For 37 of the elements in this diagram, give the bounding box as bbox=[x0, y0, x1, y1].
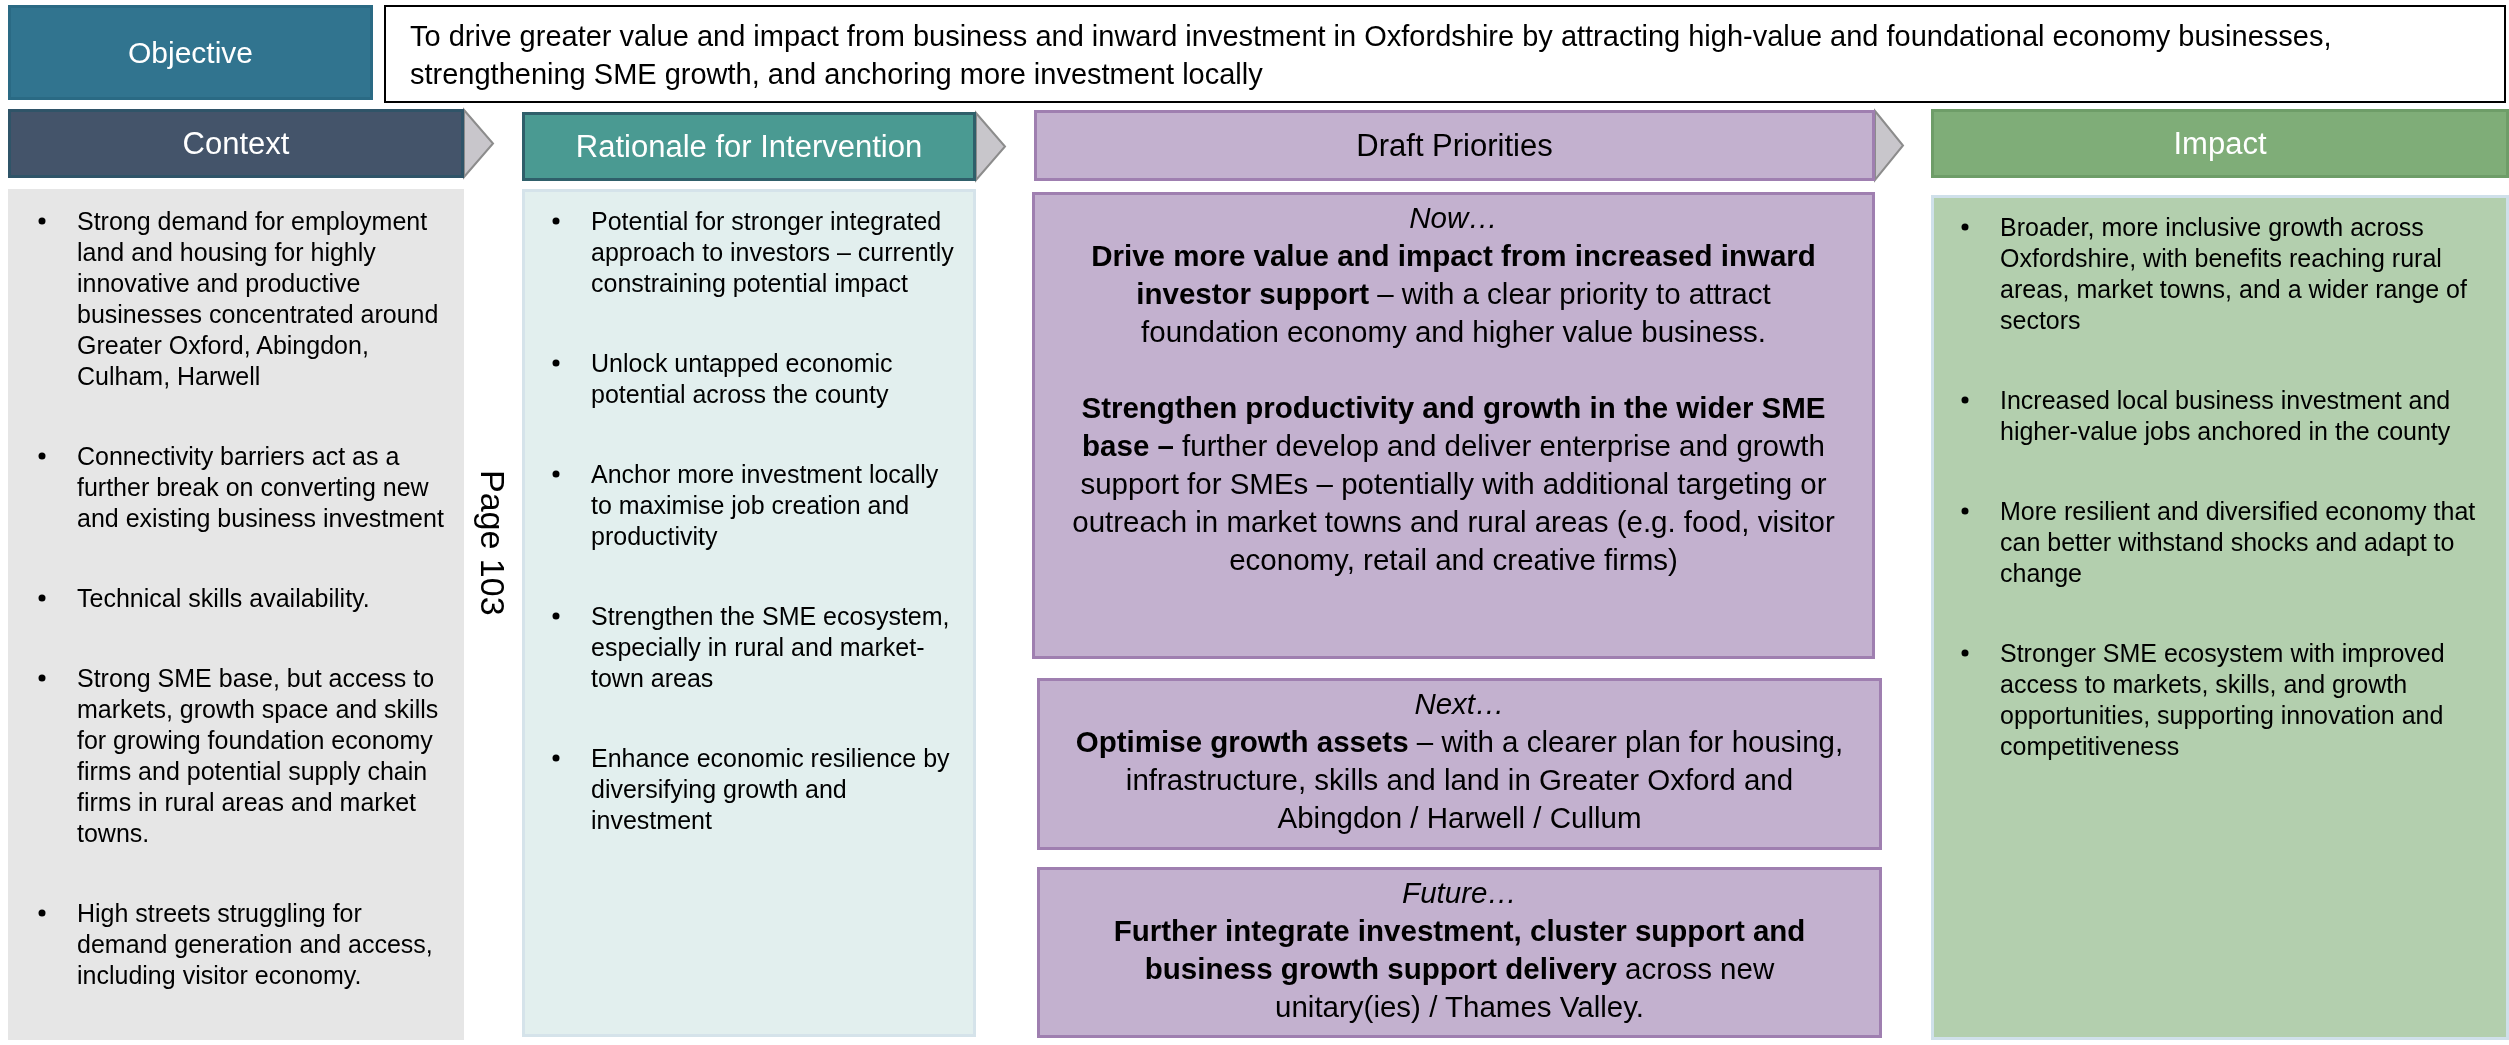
bullet-point: Technical skills availability. bbox=[77, 583, 371, 614]
bullet-point: Stronger SME ecosystem with improved access to markets, skills, and growth opportunities, supporting innovation and competitiveness bbox=[2000, 638, 2446, 762]
chevron-arrow bbox=[975, 110, 1007, 183]
phase-heading: Future… bbox=[1401, 875, 1518, 911]
bullet-point: Broader, more inclusive growth across Oxfordshire, with benefits reaching rural areas, market towns, and a wider range of sectors bbox=[2000, 212, 2468, 336]
bullet-list-panel bbox=[522, 189, 976, 1037]
bullet-point: Increased local business investment and higher-value jobs anchored in the county bbox=[2000, 385, 2452, 447]
bullet-point: High streets struggling for demand generation and access, including visitor economy. bbox=[77, 898, 434, 991]
priority-text: Optimise growth assets – with a clearer plan for housing, infrastructure, skills and land in Greater Oxford and Abingdon / Harwell / Cullum bbox=[1074, 724, 1845, 836]
priority-text: Further integrate investment, cluster support and business growth support delivery across new unitary(ies) / Thames Valley. bbox=[1112, 913, 1807, 1025]
bullet-point: Anchor more investment locally to maximise job creation and productivity bbox=[591, 459, 940, 552]
bullet-list-panel bbox=[1931, 195, 2509, 1040]
priority-text: Strengthen productivity and growth in the wider SME base – further develop and deliver enterprise and growth support for SMEs – potentially with additional targeting or outreach in market towns and rural areas (e.g. food, visitor economy, retail and creative firms) bbox=[1071, 390, 1836, 578]
bullet-point: Unlock untapped economic potential across the county bbox=[591, 348, 894, 410]
bullet-point: Connectivity barriers act as a further break on converting new and existing business investment bbox=[77, 441, 445, 534]
chevron-arrow bbox=[463, 107, 495, 180]
priority-box bbox=[1037, 678, 1882, 850]
bullet-point: Potential for stronger integrated approach to investors – currently constraining potential impact bbox=[591, 206, 955, 299]
priority-box bbox=[1032, 192, 1875, 659]
chevron-arrow bbox=[1874, 108, 1905, 183]
bullet-list-panel bbox=[8, 189, 464, 1040]
phase-heading: Now… bbox=[1408, 200, 1499, 236]
column-header: Rationale for Intervention bbox=[522, 112, 976, 181]
bullet-point: Strong demand for employment land and housing for highly innovative and productive businesses concentrated around Greater Oxford, Abingdon, Culham, Harwell bbox=[77, 206, 440, 392]
bullet-point: More resilient and diversified economy that can better withstand shocks and adapt to change bbox=[2000, 496, 2477, 589]
page-number: Page 103 bbox=[474, 470, 512, 616]
phase-heading: Next… bbox=[1413, 686, 1506, 722]
column-header: Context bbox=[8, 109, 464, 178]
column-header: Impact bbox=[1931, 109, 2509, 178]
bullet-point: Enhance economic resilience by diversifying growth and investment bbox=[591, 743, 951, 836]
column-header: Draft Priorities bbox=[1034, 110, 1875, 181]
objective-statement-box: To drive greater value and impact from business and inward investment in Oxfordshire by attracting high-value and foundational economy businesses, strengthening SME growth, and anchoring more investment locally bbox=[384, 5, 2506, 103]
objective-tag: Objective bbox=[8, 5, 373, 100]
bullet-point: Strong SME base, but access to markets, growth space and skills for growing foundation economy firms and potential supply chain firms in rural areas and market towns. bbox=[77, 663, 440, 849]
priority-text: Drive more value and impact from increased inward investor support – with a clear priority to attract foundation economy and higher value business. bbox=[1090, 238, 1817, 350]
bullet-point: Strengthen the SME ecosystem, especially in rural and market-town areas bbox=[591, 601, 951, 694]
priority-box bbox=[1037, 867, 1882, 1038]
